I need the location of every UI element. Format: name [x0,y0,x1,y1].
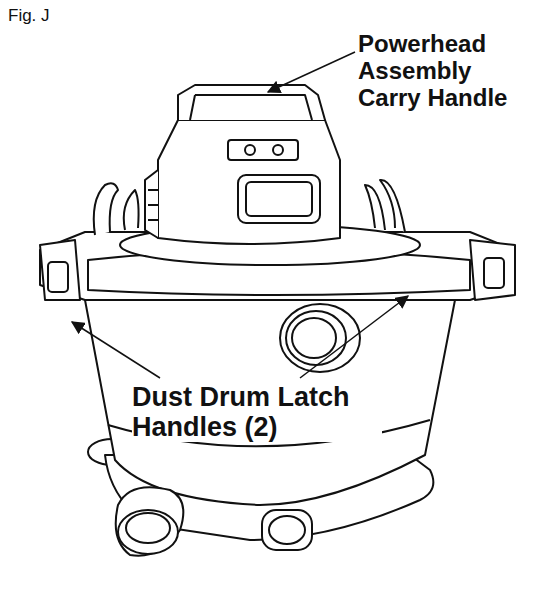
part-name: Dust Drum Latch Handles (2) [132,382,382,442]
figure-number: Fig. J [8,6,128,26]
part-name: Powerhead Assembly Carry Handle [358,30,538,111]
vacuum-drawing [40,85,515,556]
